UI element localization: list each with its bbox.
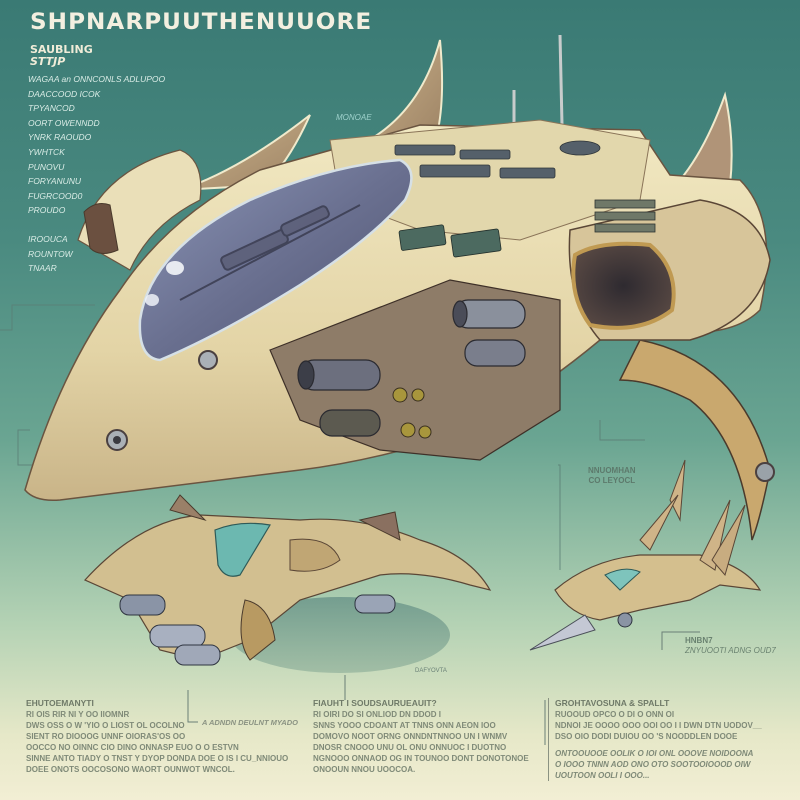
subtitle-line: STTJP xyxy=(30,55,66,68)
spec-item: TNAAR xyxy=(28,263,57,274)
notes-line: SNNS YOOO CDOANT AT TNNS ONN AEON IOO xyxy=(313,721,496,730)
cockpit-interior xyxy=(179,204,361,301)
spec-item: OORT OWENNDD xyxy=(28,117,100,128)
tail-crescent xyxy=(618,339,771,541)
callout-left-label: A ADNDN DEULNT MYADO xyxy=(202,718,298,727)
notes-heading: EHUTOEMANYTI xyxy=(26,698,94,708)
hull-label: MONOAE xyxy=(336,113,372,122)
notes-line: DSO OIO DODI DUIOU OO 'S NOODDLEN DOOE xyxy=(555,732,738,741)
dorsal-fin-center xyxy=(356,39,444,152)
subtitle-line: SAUBLING xyxy=(30,43,93,56)
notes-line: DOEE ONOTS OOCOSONO WAORT OUNWOT WNCOL. xyxy=(26,765,235,774)
ship-shadow-left xyxy=(230,597,450,673)
notes-line: ONTOOUOOE OOLIK O IOI ONL OOOVE NOIDOONA xyxy=(555,749,754,758)
notes-line: RI OIRI DO SI ONLIOD DN DDOD I xyxy=(313,710,442,719)
notes-line: SIENT RO DIOOOG UNNF OIORAS'OS OO xyxy=(26,732,186,741)
sheet-title: SHPNARPUUTHENUUORE xyxy=(30,10,373,35)
spec-item: TPYANCOD xyxy=(28,103,75,114)
right-label-line: CO LEYOCL xyxy=(588,476,636,485)
spec-side-list: WAGAA an ONNCONLS ADLUPOO DAACCOOD ICOK … xyxy=(28,72,165,276)
notes-line: UOUTOON OOLI I OOO... xyxy=(555,771,650,780)
notes-line: O IOOO TNNN AOD ONO OTO SOOTOOIOOOD OIW xyxy=(555,760,751,769)
right-intake xyxy=(571,241,676,330)
right-label: NNUOMHAN CO LEYOCL xyxy=(588,466,636,486)
spec-item: PROUDO xyxy=(28,205,66,216)
deck-panels xyxy=(394,140,601,179)
vent-slats xyxy=(594,199,656,233)
cockpit-canopy xyxy=(138,158,413,362)
notes-line: NGNOOO ONNAOD OG IN TOUNOO DONT DONOTONO… xyxy=(313,754,529,763)
notes-heading: FIAUHT I SOUDSAURUEAUIT? xyxy=(313,698,437,708)
right-label-line: NNUOMHAN xyxy=(588,466,636,475)
antenna xyxy=(512,34,564,128)
spec-item: YWHTCK xyxy=(28,146,65,157)
spec-item: WAGAA an ONNCONLS ADLUPOO xyxy=(28,74,166,84)
spec-item: FORYANUNU xyxy=(28,176,82,187)
notes-block-1: EHUTOEMANYTI RI OIS RIR NI Y OO IIOMNR D… xyxy=(26,698,288,775)
engine-cylinders xyxy=(297,299,526,437)
notes-line: ONOOUN NNOU UOOCOA. xyxy=(313,765,416,774)
mid-right-label: HNBN7 ZNYUOOTI ADNG OUD7 xyxy=(685,636,776,656)
small-ship-right xyxy=(529,459,762,651)
notes-line: RUOOUD OPCO O DI O ONN OI xyxy=(555,710,675,719)
notes-line: DWS OSS O W 'YIO O LIOST OL OCOLNO xyxy=(26,721,185,730)
mid-right-label-line: ZNYUOOTI ADNG OUD7 xyxy=(685,646,776,655)
notes-line: SINNE ANTO TIADY O TNST Y DYOP DONDA DOE… xyxy=(26,754,289,763)
notes-line: RI OIS RIR NI Y OO IIOMNR xyxy=(26,710,130,719)
notes-block-3: GROHTAVOSUNA & SPALLT RUOOUD OPCO O DI O… xyxy=(548,698,762,781)
spec-item: YNRK RAOUDO xyxy=(28,132,92,143)
bolt-cluster xyxy=(392,387,432,439)
sheet-subtitle: SAUBLING STTJP xyxy=(30,44,93,68)
notes-line: DOMOVO NOOT ORNG ONNDNTNNOO UN I WNMV xyxy=(313,732,508,741)
notes-block-2: FIAUHT I SOUDSAURUEAUIT? RI OIRI DO SI O… xyxy=(313,698,529,775)
left-callout-brackets xyxy=(0,304,645,570)
notes-line: OOCCO NO OINNC CIO DINO ONNASP EUO O O E… xyxy=(26,743,239,752)
notes-line: NDNOI JE OOOO OOO OOI OO I I DWN DTN UOD… xyxy=(555,721,762,730)
mid-right-label-line: HNBN7 xyxy=(685,636,713,645)
spec-item: DAACCOOD ICOK xyxy=(28,88,101,99)
notes-heading: GROHTAVOSUNA & SPALLT xyxy=(555,698,670,708)
control-panels xyxy=(398,224,502,258)
spec-item: ROUNTOW xyxy=(28,248,73,259)
small-ship-left xyxy=(83,494,492,666)
spec-item: IROOUCA xyxy=(28,233,68,244)
spec-item: FUGRCOOD0 xyxy=(28,190,83,201)
shadow-label: DAFYOVTA xyxy=(415,668,447,674)
notes-line: DNOSR CNOOO UNU OL ONU ONNUOC I DUOTNO xyxy=(313,743,507,752)
dorsal-fin-right xyxy=(678,91,733,202)
spec-item: PUNOVU xyxy=(28,161,65,172)
